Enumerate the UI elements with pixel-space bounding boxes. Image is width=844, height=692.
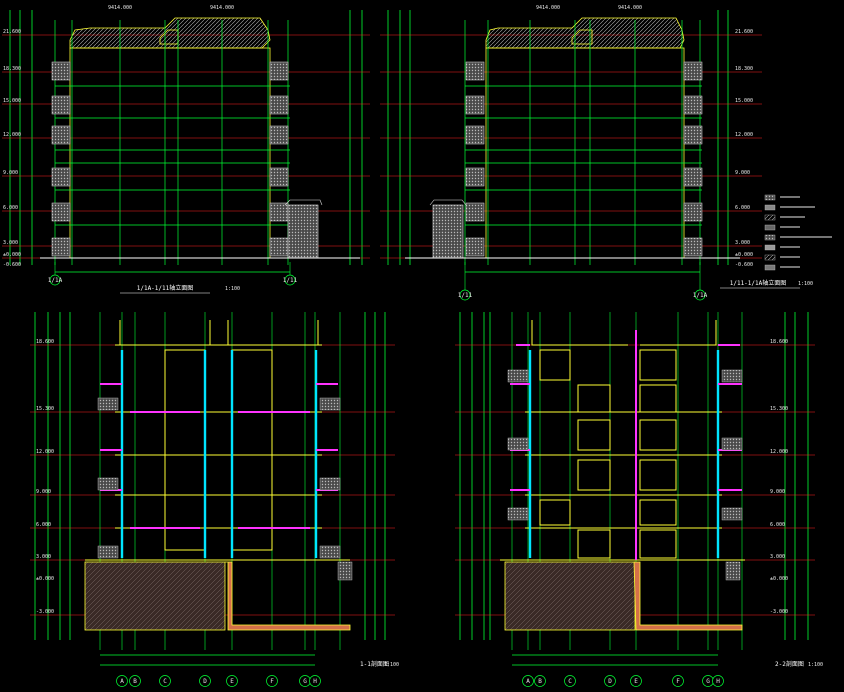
level-label: 3.000: [735, 240, 750, 246]
elev-right-scale: 1:100: [798, 281, 813, 287]
material-legend: [764, 194, 832, 271]
level-label: 6.000: [36, 522, 51, 528]
level-label: 9.000: [735, 170, 750, 176]
level-label: 6.000: [3, 205, 18, 211]
level-label: 3.000: [3, 240, 18, 246]
level-label: ±0.000: [36, 576, 54, 582]
level-label: ±0.000: [3, 252, 21, 258]
elev-left-top-dim-1: 9414.000: [108, 5, 132, 11]
elev-left-scale: 1:100: [225, 286, 240, 292]
level-label: 9.000: [3, 170, 18, 176]
level-label: 18.300: [735, 66, 753, 72]
axis-label: F: [270, 678, 274, 685]
axis-label: D: [203, 678, 207, 685]
level-label: 12.000: [770, 449, 788, 455]
axis-label: A: [120, 678, 124, 685]
axis-label: A: [526, 678, 530, 685]
level-label: 18.300: [3, 66, 21, 72]
level-label: -0.600: [735, 262, 753, 268]
section-1-1: A B C D E F G H 18.600 15.300 12.000 9.0…: [30, 312, 399, 687]
axis-label: B: [133, 678, 137, 685]
level-label: 6.000: [735, 205, 750, 211]
elev-left-level-labels: 21.600 18.300 15.000 12.000 9.000 6.000 …: [3, 29, 21, 268]
axis-label: H: [313, 678, 317, 685]
level-label: 15.000: [3, 98, 21, 104]
elev-right-axis-end: 1/1A: [693, 292, 708, 299]
elev-left-axis-start: 1/1A: [48, 277, 63, 284]
elev-right-top-dim-1: 9414.000: [536, 5, 560, 11]
level-label: 15.300: [770, 406, 788, 412]
level-label: 12.000: [36, 449, 54, 455]
section-2-level-labels: 18.600 15.300 12.000 9.000 6.000 3.000 ±…: [770, 339, 788, 615]
section-2-2: A B C D E F G H 18.600 15.300 12.000 9.0…: [455, 312, 823, 687]
elevation-right: 1/11 1/1A 9414.000 9414.000 21.600 18.30…: [380, 5, 832, 301]
section-2-scale: 1:100: [808, 662, 823, 668]
level-label: 12.000: [735, 132, 753, 138]
axis-label: E: [230, 678, 234, 685]
elevation-left: 1/1A 1/11 9414.000 9414.000 21.600 18.30…: [2, 5, 370, 294]
section-1-scale: 1:100: [384, 662, 399, 668]
axis-label: C: [568, 678, 572, 685]
axis-label: C: [163, 678, 167, 685]
section-2-title: 2-2剖面图: [775, 660, 804, 668]
level-label: 12.000: [3, 132, 21, 138]
section-1-level-labels: 18.600 15.300 12.000 9.000 6.000 3.000 ±…: [36, 339, 54, 615]
elev-right-title: 1/11-1/1A轴立面图: [730, 279, 787, 287]
section-1-axes: [116, 675, 321, 687]
axis-label: D: [608, 678, 612, 685]
axis-label: B: [538, 678, 542, 685]
level-label: 6.000: [770, 522, 785, 528]
elev-left-top-dim-2: 9414.000: [210, 5, 234, 11]
section-1-title: 1-1剖面图: [360, 660, 389, 668]
elev-left-axis-end: 1/11: [283, 277, 298, 284]
axis-label: H: [716, 678, 720, 685]
level-label: 15.000: [735, 98, 753, 104]
axis-label: F: [676, 678, 680, 685]
level-label: 21.600: [735, 29, 753, 35]
elev-right-top-dim-2: 9414.000: [618, 5, 642, 11]
level-label: ±0.000: [735, 252, 753, 258]
level-label: 18.600: [36, 339, 54, 345]
level-label: 9.000: [770, 489, 785, 495]
elev-right-level-labels: 21.600 18.300 15.000 12.000 9.000 6.000 …: [735, 29, 753, 268]
axis-label: E: [634, 678, 638, 685]
level-label: 21.600: [3, 29, 21, 35]
axis-label: G: [706, 678, 710, 685]
level-label: 15.300: [36, 406, 54, 412]
level-label: -3.000: [770, 609, 788, 615]
level-label: -3.000: [36, 609, 54, 615]
elev-right-axis-start: 1/11: [458, 292, 473, 299]
level-label: 9.000: [36, 489, 51, 495]
axis-label: G: [303, 678, 307, 685]
level-label: 3.000: [36, 554, 51, 560]
level-label: 18.600: [770, 339, 788, 345]
level-label: 3.000: [770, 554, 785, 560]
elev-left-title: 1/1A-1/11轴立面图: [137, 284, 194, 292]
level-label: ±0.000: [770, 576, 788, 582]
section-2-axes: [522, 675, 724, 687]
level-label: -0.600: [3, 262, 21, 268]
